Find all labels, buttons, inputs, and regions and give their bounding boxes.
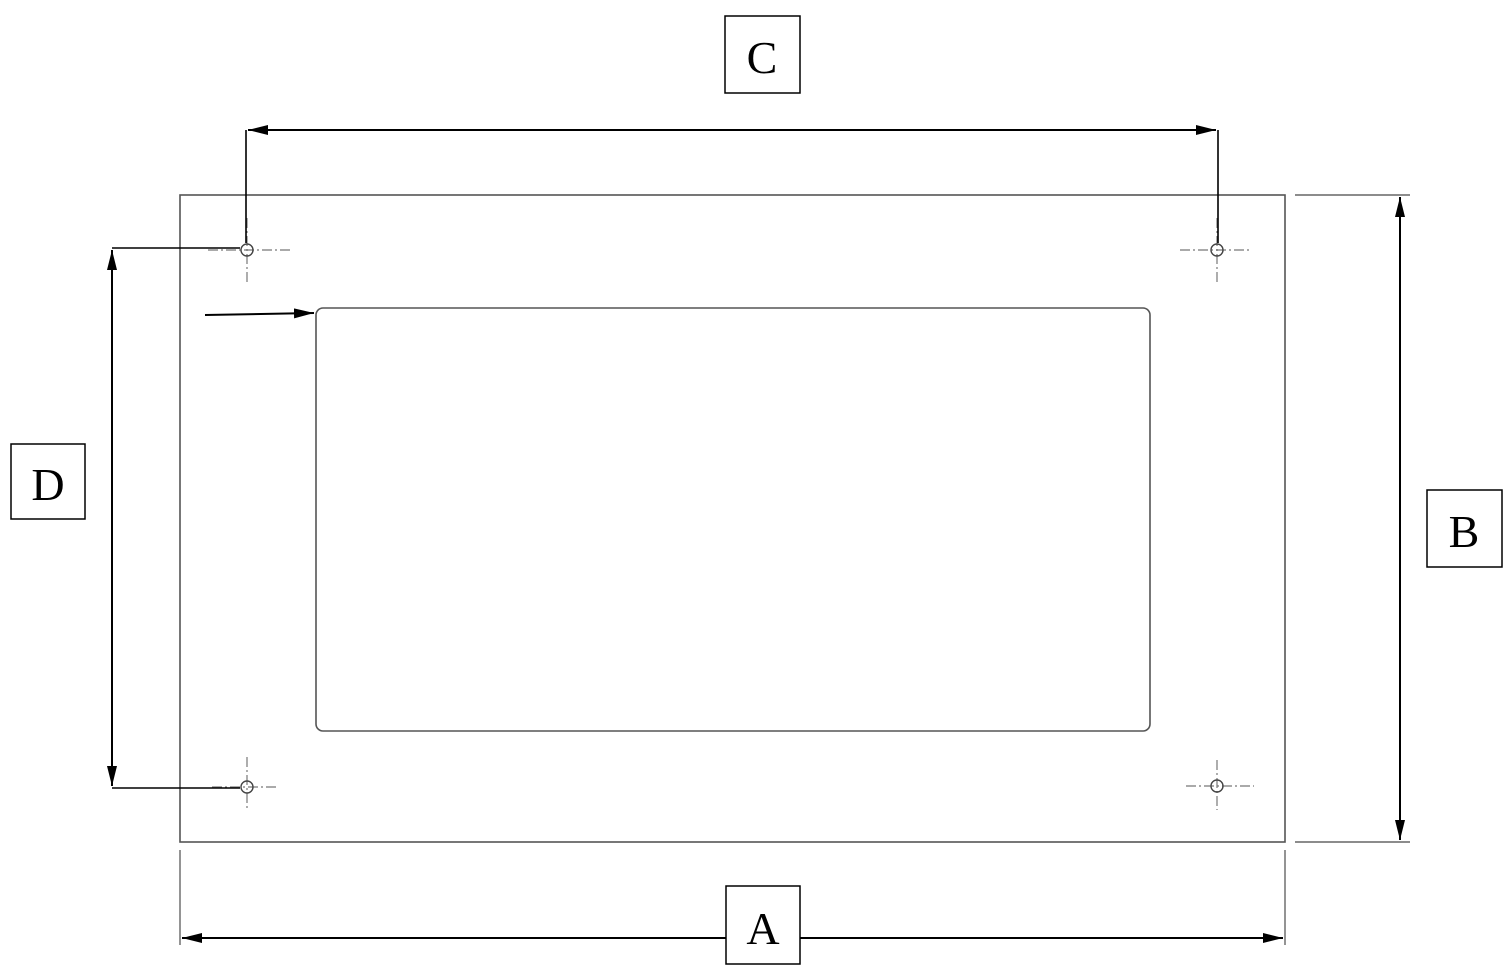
mounting-hole-top-right: [1180, 218, 1252, 282]
mounting-hole-bottom-right: [1186, 760, 1254, 810]
display-cutout: [315, 307, 1151, 732]
dimension-d: [107, 247, 240, 789]
mounting-hole-top-left: [208, 218, 290, 284]
dimension-c: [245, 125, 1219, 243]
mounting-hole-bottom-left: [212, 757, 276, 810]
dimension-b: [1295, 194, 1410, 843]
label-a: A: [725, 885, 801, 965]
label-d: D: [10, 443, 86, 520]
panel-outline: [179, 194, 1286, 843]
label-c-text: C: [747, 32, 778, 83]
label-b: B: [1426, 489, 1503, 568]
label-a-text: A: [746, 903, 779, 954]
cutout-leader-arrow: [204, 308, 315, 319]
label-d-text: D: [31, 459, 64, 510]
label-c: C: [724, 15, 801, 94]
label-b-text: B: [1449, 506, 1480, 557]
